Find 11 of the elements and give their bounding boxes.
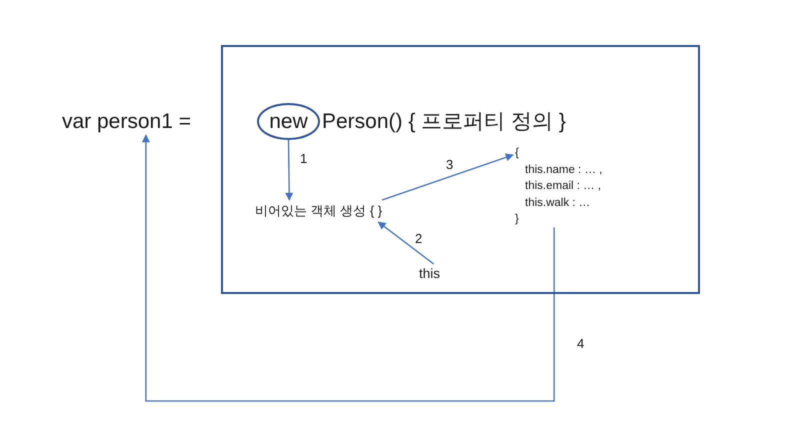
code-text: var person1 = (62, 109, 191, 135)
arrow (285, 140, 294, 201)
frame-box (221, 45, 700, 294)
elbow-arrow (142, 134, 555, 402)
step-text: 비어있는 객체 생성 { } (255, 200, 382, 222)
arrow (378, 221, 434, 265)
arrow (382, 153, 514, 201)
code-text: Person() { 프로퍼티 정의 } (322, 109, 566, 135)
code-text: { this.name : … , this.email : … , this.walk : … } (513, 145, 602, 228)
code-text: this (419, 264, 440, 284)
keyword-oval: new (257, 103, 320, 140)
